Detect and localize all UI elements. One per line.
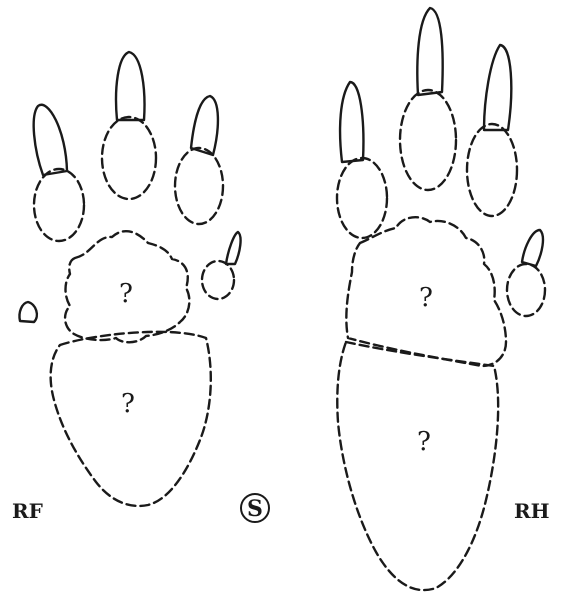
rf-interdigital-question-mark: ? <box>119 279 133 309</box>
rh-digital-pad-2 <box>400 90 456 190</box>
rh-proximal-pad <box>337 342 498 590</box>
rh-dewclaw-pad <box>507 264 545 316</box>
rf-claw-2 <box>116 52 144 120</box>
rh-dewclaw-claw <box>522 230 543 266</box>
rh-claw-3 <box>484 45 511 130</box>
right-fore-foot: ? ? RF <box>12 52 241 523</box>
rh-label: RH <box>514 499 550 523</box>
rf-claw-1 <box>34 105 67 175</box>
rh-claw-2 <box>417 8 442 95</box>
rh-claw-1 <box>340 82 363 162</box>
scale-letter: S <box>247 496 263 522</box>
rh-digital-pad-3 <box>467 124 517 216</box>
rf-dewclaw-claw <box>226 232 241 264</box>
rf-digital-pad-3 <box>175 148 223 224</box>
rf-proximal-question-mark: ? <box>121 389 135 419</box>
rf-digital-pad-1 <box>34 169 84 241</box>
rf-digital-pad-2 <box>102 117 156 199</box>
rh-interdigital-question-mark: ? <box>419 283 433 313</box>
rf-claw-3 <box>191 96 218 155</box>
rh-digital-pad-1 <box>337 158 387 238</box>
rh-proximal-question-mark: ? <box>417 427 431 457</box>
rf-label: RF <box>12 499 43 523</box>
scale-symbol: S <box>241 494 269 522</box>
rf-dewclaw-pad <box>202 261 234 299</box>
rf-vestigial-claw <box>19 302 36 322</box>
right-hind-foot: ? ? RH <box>337 8 550 590</box>
